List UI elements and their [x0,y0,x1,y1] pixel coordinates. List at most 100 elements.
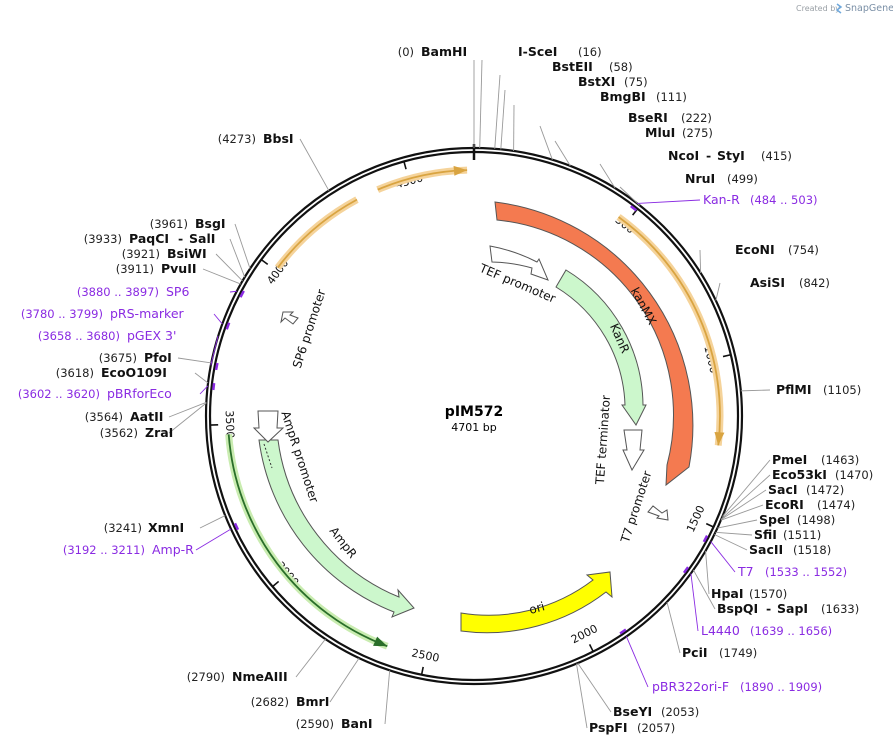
site-name: BmrI [296,694,329,709]
primer-name: pBRforEco [107,386,172,401]
site-bsiwi[interactable]: (3921) BsiWI [122,246,207,261]
site-leader-line [692,569,716,610]
primer-leader-line [690,573,699,632]
site-name: SacI [768,482,798,497]
site-pos: (4273) [218,132,256,146]
site-bmgbi[interactable]: BmgBI (111) [600,89,687,104]
site-pos: (754) [788,243,819,257]
site-bsteii[interactable]: BstEII (58) [552,59,633,74]
site-name: BmgBI [600,89,646,104]
site-pos: (3921) [122,247,160,261]
site-bseyi[interactable]: BseYI (2053) [613,704,699,719]
site-paqci-sali[interactable]: (3933) PaqCI - SalI [84,231,216,246]
site-econi[interactable]: EcoNI (754) [735,242,819,257]
primer-range: (1890 .. 1909) [740,680,822,694]
primer-prs-marker[interactable]: (3780 .. 3799) pRS-marker [21,306,185,321]
site-leader-line [717,519,758,529]
site-name: EcoRI [765,497,804,512]
feature-kanmx[interactable]: kanMX [494,201,694,487]
site-sacii[interactable]: SacII (1518) [749,542,831,557]
primer-leader-line [710,541,736,573]
site-leader-line [722,459,771,517]
site-bstxi[interactable]: BstXI (75) [578,74,648,89]
primer-l4440[interactable]: L4440 (1639 .. 1656) [701,623,832,638]
site-pos: (1570) [749,587,787,601]
orf-arcs [225,165,725,650]
site-leader-line [299,138,330,191]
site-leader-line [168,401,207,418]
primer-pbr322ori-f[interactable]: pBR322ori-F (1890 .. 1909) [652,679,822,694]
site-bsgi[interactable]: (3961) BsgI [150,216,226,231]
site-pos: (1105) [823,383,861,397]
site-bseri[interactable]: BseRI (222) [628,110,712,125]
site-pos: (3675) [99,351,137,365]
site-bbsi[interactable]: (4273) BbsI [218,131,294,146]
site-name: BsgI [195,216,226,231]
site-leader-line [234,223,251,269]
site-pos: (3911) [116,262,154,276]
site-pfoi[interactable]: (3675) PfoI [99,350,172,365]
feature-ori[interactable]: ori [460,571,613,634]
site-leader-line [215,253,243,282]
site-leader-line [479,59,483,149]
site-zrai[interactable]: (3562) ZraI [100,425,174,440]
primer-kan-r[interactable]: Kan-R (484 .. 503) [703,192,818,207]
site-pmei[interactable]: PmeI (1463) [772,452,859,467]
site-sfii[interactable]: SfiI (1511) [754,527,821,542]
site-i-scei[interactable]: I-SceI (16) [518,44,602,59]
site-pos: (275) [682,126,713,140]
site-bspqi-sapi[interactable]: BspQI - SapI (1633) [717,601,859,616]
site-pos: (75) [624,75,648,89]
primer-marker [233,522,240,531]
site-nmeaiii[interactable]: (2790) NmeAIII [187,669,288,684]
site-name: BspQI [717,601,758,616]
site-eco53ki[interactable]: Eco53kI (1470) [772,467,873,482]
site-leader-line [494,74,501,149]
primer-range: (1639 .. 1656) [750,624,832,638]
primer-sp6[interactable]: (3880 .. 3897) SP6 [77,284,190,299]
primer-pgex-3[interactable]: (3658 .. 3680) pGEX 3' [38,328,177,343]
feature-t7-promoter[interactable]: T7 promoter [618,469,669,545]
primer-marker [212,382,216,391]
site-bmri[interactable]: (2682) BmrI [251,694,330,709]
feature-label-tef-terminator: TEF terminator [593,395,613,486]
site-ecoo109i[interactable]: (3618) EcoO109I [56,365,167,380]
feature-ampr[interactable]: AmpR [258,439,415,618]
site-pos: (3241) [104,521,142,535]
site-name: I-SceI [518,44,557,59]
site-name: AsiSI [750,275,785,290]
primer-amp-r[interactable]: (3192 .. 3211) Amp-R [63,542,194,557]
primer-range: (3658 .. 3680) [38,329,120,343]
tick-mark [705,522,714,528]
site-bani[interactable]: (2590) BanI [296,716,373,731]
site-saci[interactable]: SacI (1472) [768,482,844,497]
tick-mark [403,161,407,170]
feature-sp6-promoter[interactable]: SP6 promoter [280,288,329,370]
feature-tef-promoter[interactable]: TEF promoter [476,245,558,306]
site-ecori[interactable]: EcoRI (1474) [765,497,855,512]
site-spei[interactable]: SpeI (1498) [759,512,835,527]
site-leader-line [554,140,571,167]
site-mlui[interactable]: MluI (275) [645,125,713,140]
site-leader-line [740,389,771,392]
site-asisi[interactable]: AsiSI (842) [750,275,830,290]
site-bamhi[interactable]: (0) BamHI [398,44,467,59]
site-leaders [168,59,771,729]
site-pspfi[interactable]: PspFI (2057) [589,720,675,735]
site-nrui[interactable]: NruI (499) [685,171,758,186]
site-pcii[interactable]: PciI (1749) [682,645,757,660]
feature-label-tef-promoter: TEF promoter [476,261,557,306]
primer-pbrforeco[interactable]: (3602 .. 3620) pBRforEco [18,386,172,401]
site-hpai[interactable]: HpaI (1570) [711,586,787,601]
site-pos: (2057) [637,721,675,735]
site-name: BsiWI [167,246,207,261]
site-pvuii[interactable]: (3911) PvuII [116,261,197,276]
feature-tef-terminator[interactable]: TEF terminator [593,395,645,486]
site-name: EcoO109I [101,365,167,380]
site-ncoi-styi[interactable]: NcoI - StyI (415) [668,148,792,163]
site-xmni[interactable]: (3241) XmnI [104,520,184,535]
site-aatii[interactable]: (3564) AatII [85,409,164,424]
site-pflmi[interactable]: PflMI (1105) [776,382,861,397]
primer-t7[interactable]: T7 (1533 .. 1552) [737,564,847,579]
site-name: ZraI [145,425,173,440]
